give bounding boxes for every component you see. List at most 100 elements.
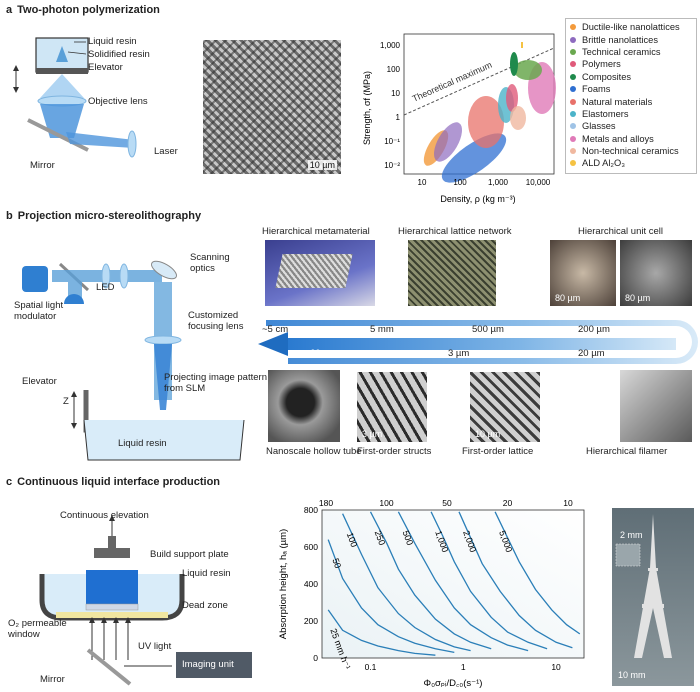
legend-swatch bbox=[570, 110, 576, 117]
scalebar-10mm: 10 mm bbox=[618, 670, 646, 680]
scanning-optics-shape bbox=[151, 260, 177, 280]
ashby-xlabel: Density, ρ (kg m⁻³) bbox=[440, 194, 515, 204]
scale-bot-3um: 3 µm bbox=[448, 348, 470, 359]
scalebar-80um-1: 80 µm bbox=[555, 293, 581, 303]
label-o2-window: O₂ permeable window bbox=[8, 618, 67, 640]
arrow-body bbox=[288, 338, 676, 350]
label-led: LED bbox=[96, 282, 115, 293]
elevator-plate bbox=[36, 68, 88, 74]
pusl-schematic bbox=[22, 260, 245, 461]
label-laser: Laser bbox=[154, 146, 178, 157]
label-elevator-b: Elevator bbox=[22, 376, 57, 387]
unit-cell-photo-1: 80 µm bbox=[550, 240, 616, 306]
legend-swatch bbox=[570, 36, 576, 43]
clip-tick-label: 10 bbox=[563, 498, 573, 508]
label-imaging-unit: Imaging unit bbox=[182, 659, 234, 670]
y-tick: 1 bbox=[396, 113, 401, 122]
legend-item: Glasses bbox=[566, 120, 696, 132]
legend-swatch bbox=[570, 98, 576, 105]
legend-item: Brittle nanolattices bbox=[566, 33, 696, 45]
build-plate bbox=[94, 548, 130, 558]
legend-item: ALD Al₂O₃ bbox=[566, 157, 696, 169]
region-brittle bbox=[434, 122, 462, 162]
x-tick: 10,000 bbox=[526, 178, 551, 187]
clip-tick-label: 180 bbox=[319, 498, 333, 508]
clip-schematic bbox=[39, 515, 252, 686]
legend-label: Brittle nanolattices bbox=[582, 34, 658, 45]
mirror-c-shape bbox=[86, 648, 132, 686]
legend-item: Metals and alloys bbox=[566, 133, 696, 145]
panel-c-title-text: Continuous liquid interface production bbox=[17, 476, 221, 488]
scalebar-3um: 3 µm bbox=[362, 429, 383, 439]
legend-swatch bbox=[570, 148, 576, 155]
clip-tick-label: 100 bbox=[379, 498, 393, 508]
x-tick: 100 bbox=[453, 178, 467, 187]
label-continuous-elevation: Continuous elevation bbox=[60, 510, 149, 521]
legend-swatch bbox=[570, 61, 576, 68]
legend-item: Ductile-like nanolattices bbox=[566, 21, 696, 33]
legend-item: Technical ceramics bbox=[566, 46, 696, 58]
laser-lens bbox=[127, 130, 137, 158]
clip-series-label: 250 bbox=[373, 529, 388, 547]
legend-swatch bbox=[570, 24, 576, 31]
region-natural bbox=[468, 96, 504, 148]
panel-a-title-text: Two-photon polymerization bbox=[17, 4, 160, 16]
label-projecting: Projecting image pattern from SLM bbox=[164, 372, 267, 394]
clip-tick-label: 600 bbox=[304, 542, 318, 552]
panel-b-letter: b bbox=[6, 210, 13, 222]
metamaterial-photo bbox=[265, 240, 375, 306]
clip-tick-label: 400 bbox=[304, 579, 318, 589]
clip-series-line bbox=[397, 511, 529, 652]
clip-tick-label: 10 bbox=[551, 662, 561, 672]
legend-item: Non-technical ceramics bbox=[566, 145, 696, 157]
x-tick: 1,000 bbox=[488, 178, 509, 187]
clip-tick-label: 0.1 bbox=[365, 662, 377, 672]
eiffel-tower-shape bbox=[615, 514, 672, 658]
region-ceramics bbox=[514, 60, 542, 80]
legend-label: Elastomers bbox=[582, 108, 629, 119]
caption-structs: First-order structs bbox=[357, 446, 432, 457]
clip-tick-label: 200 bbox=[304, 616, 318, 626]
ashby-plot: Theoretical maximum 1,000 100 10 1 10⁻¹ … bbox=[362, 33, 556, 204]
label-slm: Spatial light modulator bbox=[14, 300, 64, 322]
scale-top-5mm: 5 mm bbox=[370, 324, 394, 335]
scale-bot-20um: 20 µm bbox=[578, 348, 605, 359]
legend-label: Composites bbox=[582, 71, 632, 82]
lattice-network-photo bbox=[408, 240, 496, 306]
slm-box bbox=[22, 266, 48, 292]
clip-tick-label: 20 bbox=[503, 498, 513, 508]
scale-top-5cm: ~5 cm bbox=[262, 324, 289, 335]
clip-tick-label: 0 bbox=[313, 653, 318, 663]
legend-label: Metals and alloys bbox=[582, 133, 654, 144]
theoretical-max-line bbox=[403, 47, 555, 116]
clip-series-label: 100 bbox=[345, 531, 360, 549]
legend-item: Elastomers bbox=[566, 108, 696, 120]
clip-series-line bbox=[327, 539, 455, 654]
arrow-head bbox=[258, 332, 288, 356]
scale-top-200um: 200 µm bbox=[578, 324, 610, 335]
label-liquid-resin-b: Liquid resin bbox=[118, 438, 167, 449]
legend-swatch bbox=[570, 160, 576, 167]
clip-series-label: 50 bbox=[330, 557, 343, 570]
scalebar-2mm: 2 mm bbox=[620, 530, 643, 540]
o2-window-shape bbox=[56, 612, 168, 618]
legend-item: Composites bbox=[566, 71, 696, 83]
label-uv-light: UV light bbox=[138, 641, 172, 652]
clip-tick-label: 1 bbox=[461, 662, 466, 672]
first-order-structs-photo: 3 µm bbox=[357, 372, 427, 442]
eiffel-photo: 2 mm 10 mm bbox=[612, 508, 694, 686]
scalebar-80um-2: 80 µm bbox=[625, 293, 651, 303]
laser-beam bbox=[66, 132, 134, 148]
legend-label: Polymers bbox=[582, 59, 621, 70]
first-order-lattice-photo: 10 µm bbox=[470, 372, 540, 442]
imaging-unit-box bbox=[176, 652, 252, 678]
legend-swatch bbox=[570, 86, 576, 93]
region-composites bbox=[510, 52, 518, 76]
scale-bot-60nm: 60 nm bbox=[310, 348, 337, 359]
label-build-plate: Build support plate bbox=[150, 549, 229, 560]
legend-label: ALD Al₂O₃ bbox=[582, 158, 626, 169]
clip-series-line bbox=[369, 511, 492, 650]
